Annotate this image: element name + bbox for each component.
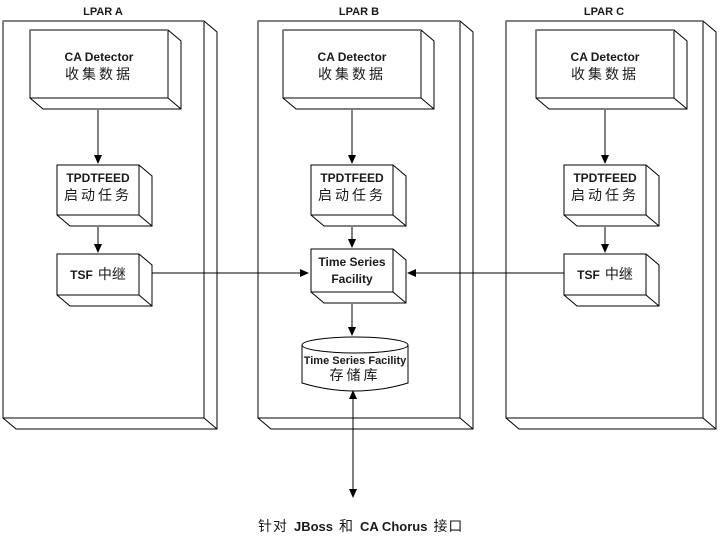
arrow-repository-to-interfaces	[349, 390, 357, 498]
tpdtfeed-box-b	[310, 164, 407, 227]
ca-detector-sublabel-a: 收集数据	[65, 66, 133, 82]
arrow-feed-to-facility-b	[348, 227, 356, 248]
arrow-feed-to-tsf-a	[94, 227, 102, 253]
facility-label-line1: Time Series	[318, 255, 385, 269]
tpdtfeed-sublabel-b: 启动任务	[318, 187, 386, 203]
tpdtfeed-label-b: TPDTFEED	[320, 171, 384, 185]
arrow-tsf-c-to-facility	[407, 269, 564, 277]
repository-sublabel: 存储库	[330, 367, 381, 383]
lpar-c-title: LPAR C	[584, 6, 624, 18]
ca-detector-box-c	[535, 29, 688, 110]
lpar-a-title: LPAR A	[83, 6, 123, 18]
repository-label: Time Series Facility	[304, 355, 407, 367]
lpar-b-title: LPAR B	[339, 6, 379, 18]
ca-detector-box-b	[282, 29, 435, 110]
ca-detector-label-a: CA Detector	[65, 50, 134, 64]
tsf-repository-cylinder	[301, 336, 409, 392]
tsf-relay-box-a	[56, 253, 153, 307]
tpdtfeed-label-c: TPDTFEED	[573, 171, 637, 185]
tpdtfeed-sublabel-c: 启动任务	[571, 187, 639, 203]
facility-label-line2: Facility	[331, 272, 373, 286]
tpdtfeed-label-a: TPDTFEED	[66, 171, 130, 185]
arrow-detector-to-feed-b	[348, 110, 356, 164]
arrow-detector-to-feed-c	[601, 110, 609, 164]
ca-detector-label-c: CA Detector	[571, 50, 640, 64]
time-series-facility-box	[310, 248, 407, 304]
ca-detector-label-b: CA Detector	[318, 50, 387, 64]
arrow-facility-to-repository	[348, 304, 356, 336]
tpdtfeed-box-a	[56, 164, 153, 227]
arrow-tsf-a-to-facility	[152, 269, 309, 277]
tsf-relay-box-c	[563, 253, 660, 307]
tpdtfeed-box-c	[563, 164, 660, 227]
ca-detector-sublabel-c: 收集数据	[571, 66, 639, 82]
arrow-feed-to-tsf-c	[601, 227, 609, 253]
arrow-detector-to-feed-a	[94, 110, 102, 164]
ca-detector-sublabel-b: 收集数据	[318, 66, 386, 82]
tpdtfeed-sublabel-a: 启动任务	[64, 187, 132, 203]
ca-detector-box-a	[29, 29, 182, 110]
